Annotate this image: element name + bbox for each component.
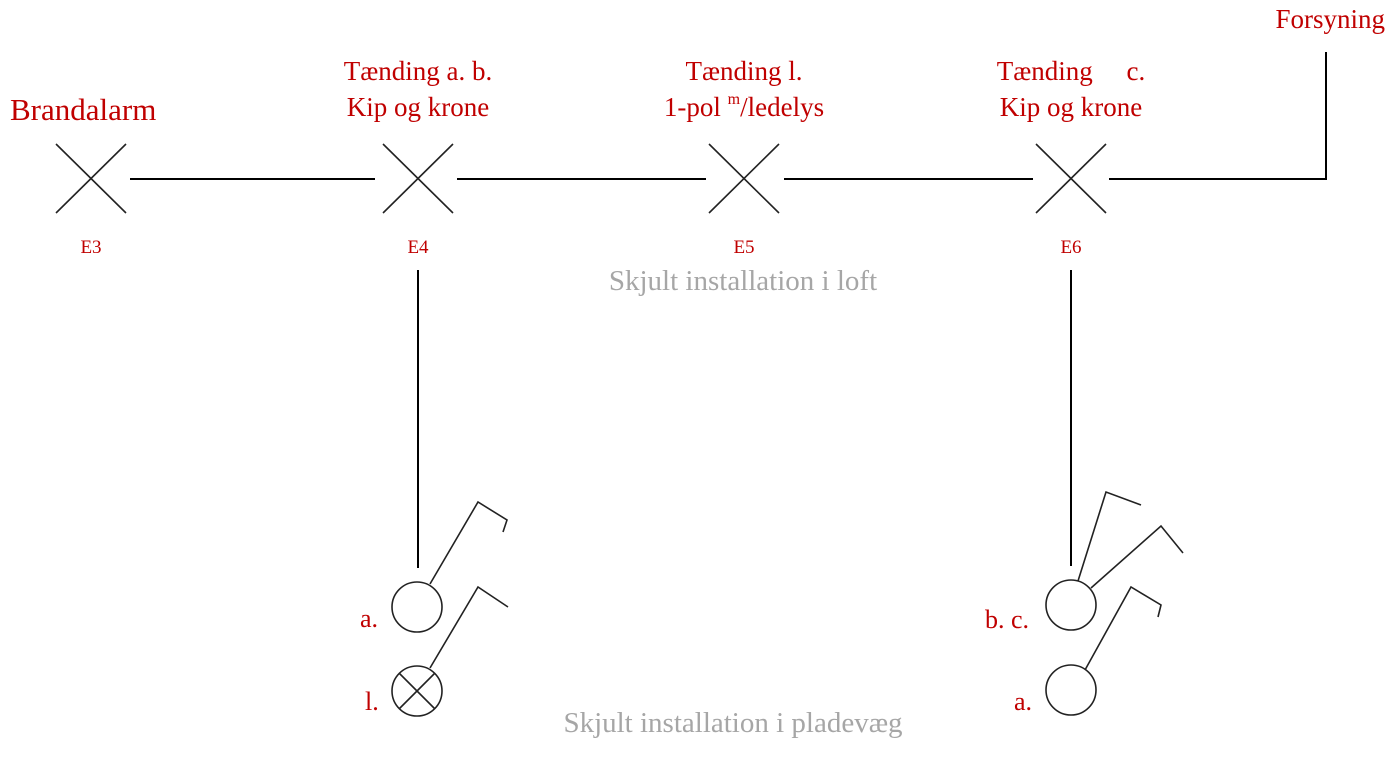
junction-box-e6-icon <box>1035 143 1107 214</box>
e4-label-line1: Tænding a. b. <box>344 56 493 86</box>
e6-label-line2: Kip og krone <box>1000 92 1142 122</box>
box-id-e3: E3 <box>80 237 101 258</box>
wall-note: Skjult installation i pladevæg <box>563 707 902 739</box>
switch-a-right-icon <box>1045 585 1162 716</box>
fire-alarm-label: Brandalarm <box>10 92 156 127</box>
switch-a-left-icon <box>391 500 508 633</box>
switch-label-l: l. <box>365 687 379 716</box>
e4-label-line2: Kip og krone <box>347 92 489 122</box>
switch-label-bc: b. c. <box>985 605 1029 634</box>
e6-label-line1: Tænding c. <box>997 56 1146 86</box>
switch-bc-icon <box>1045 490 1184 631</box>
junction-box-e5-icon <box>708 143 780 214</box>
e5-label-line2: 1-pol m/ledelys <box>664 91 824 122</box>
box-id-e6: E6 <box>1060 237 1081 258</box>
box-id-e5: E5 <box>733 237 754 258</box>
switch-with-lamp-l-icon <box>391 585 509 717</box>
supply-label: Forsyning <box>1275 4 1385 34</box>
switch-label-a-left: a. <box>360 604 378 633</box>
box-id-e4: E4 <box>407 237 429 258</box>
junction-box-e4-icon <box>382 143 454 214</box>
junction-box-e3-icon <box>55 143 127 214</box>
wire-supply <box>1109 52 1327 180</box>
e5-label-line1: Tænding l. <box>685 56 802 86</box>
switch-label-a-right: a. <box>1014 687 1032 716</box>
ceiling-note: Skjult installation i loft <box>609 265 877 297</box>
